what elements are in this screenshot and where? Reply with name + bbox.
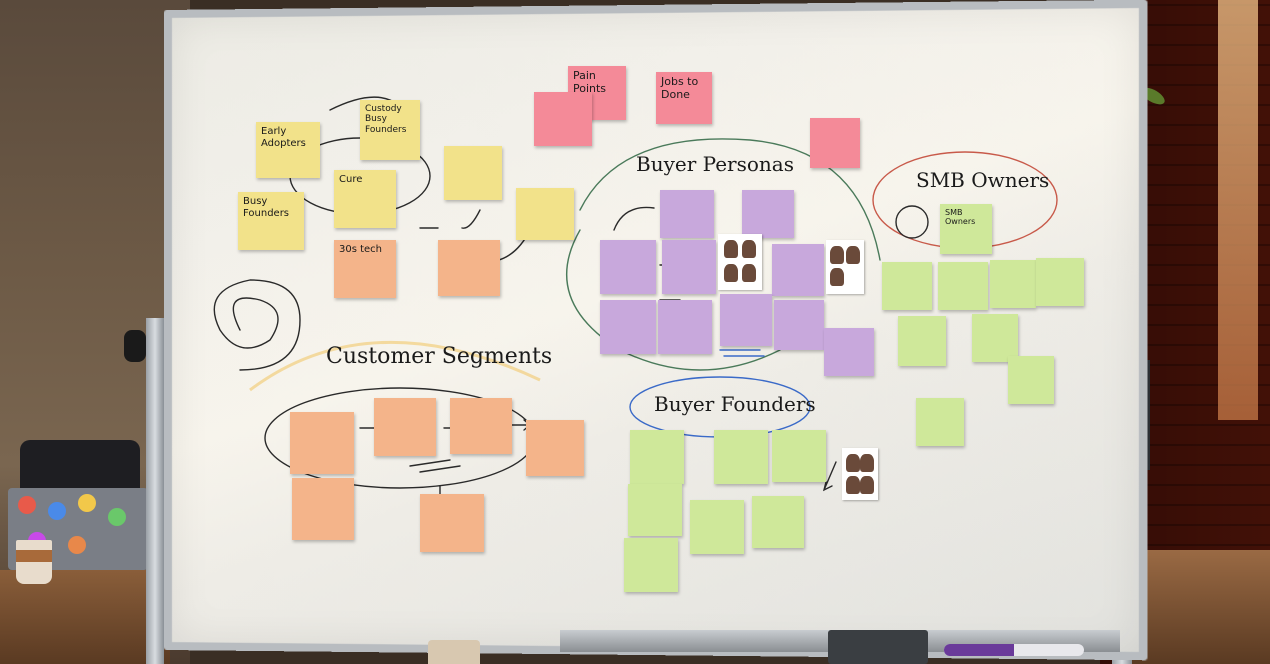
heading-buyer-founders: Buyer Founders: [654, 392, 816, 416]
sticky-note-purple: [774, 300, 824, 350]
window-light: [1218, 0, 1258, 420]
laptop-sticker: [78, 494, 96, 512]
sticky-note-purple: [600, 240, 656, 294]
sticky-note-yellow: [444, 146, 502, 200]
sticky-note-green: [752, 496, 804, 548]
persona-photo: [826, 240, 864, 294]
laptop-sticker: [108, 508, 126, 526]
sticky-note-green: [630, 430, 684, 484]
sticky-note-custody-busy-founders: Custody Busy Founders: [360, 100, 420, 160]
sticky-note-green: [938, 262, 988, 310]
paper-cup: [428, 640, 480, 664]
sticky-note-orange: [526, 420, 584, 476]
sticky-note-orange: [374, 398, 436, 456]
sticky-note-yellow: [516, 188, 574, 240]
sticky-note-green: [624, 538, 678, 592]
sticky-note-purple: [600, 300, 656, 354]
sticky-note-purple: [662, 240, 716, 294]
heading-buyer-personas: Buyer Personas: [636, 152, 794, 176]
board-stand-left: [146, 318, 164, 664]
sticky-note-purple: [742, 190, 794, 238]
sticky-note-purple: [660, 190, 714, 238]
desk-left: [0, 570, 170, 664]
heading-customer-segments: Customer Segments: [326, 344, 553, 369]
sticky-note-pink: [810, 118, 860, 168]
laptop-sticker: [68, 536, 86, 554]
sticky-note-orange: [292, 478, 354, 540]
sticky-note-green: [714, 430, 768, 484]
whiteboard-eraser: [828, 630, 928, 664]
sticky-note-green: [972, 314, 1018, 362]
laptop-sticker: [48, 502, 66, 520]
sticky-note-green: [898, 316, 946, 366]
sticky-note-green: [990, 260, 1036, 308]
sticky-note-early-adopters: Early Adopters: [256, 122, 320, 178]
sticky-note-green: [916, 398, 964, 446]
marker-pen: [944, 644, 1084, 656]
sticky-note-purple: [720, 294, 772, 346]
coffee-cup: [16, 540, 52, 584]
sticky-note-orange: [290, 412, 354, 474]
sticky-note-purple: [824, 328, 874, 376]
board-knob-left: [124, 330, 146, 362]
sticky-note-green: [882, 262, 932, 310]
sticky-note-orange: [420, 494, 484, 552]
sticky-note-purple: [658, 300, 712, 354]
sticky-note-jobs-to-done: Jobs to Done: [656, 72, 712, 124]
sticky-note-green: [772, 430, 826, 482]
sticky-note-smb-owners: SMB Owners: [940, 204, 992, 254]
sticky-note-green: [628, 484, 682, 536]
sticky-note-pink: [534, 92, 592, 146]
sticky-note-green: [1036, 258, 1084, 306]
sticky-note-purple: [772, 244, 824, 296]
sticky-note-green: [690, 500, 744, 554]
sticky-note-orange: [450, 398, 512, 454]
sticky-note-cure: Cure: [334, 170, 396, 228]
sticky-note-30s-tech: 30s tech: [334, 240, 396, 298]
sticky-note-orange: [438, 240, 500, 296]
sticky-note-busy-founders: Busy Founders: [238, 192, 304, 250]
persona-photo: [718, 234, 762, 290]
heading-smb-owners: SMB Owners: [916, 168, 1050, 192]
laptop-sticker: [18, 496, 36, 514]
sticky-note-green: [1008, 356, 1054, 404]
founder-photo: [842, 448, 878, 500]
